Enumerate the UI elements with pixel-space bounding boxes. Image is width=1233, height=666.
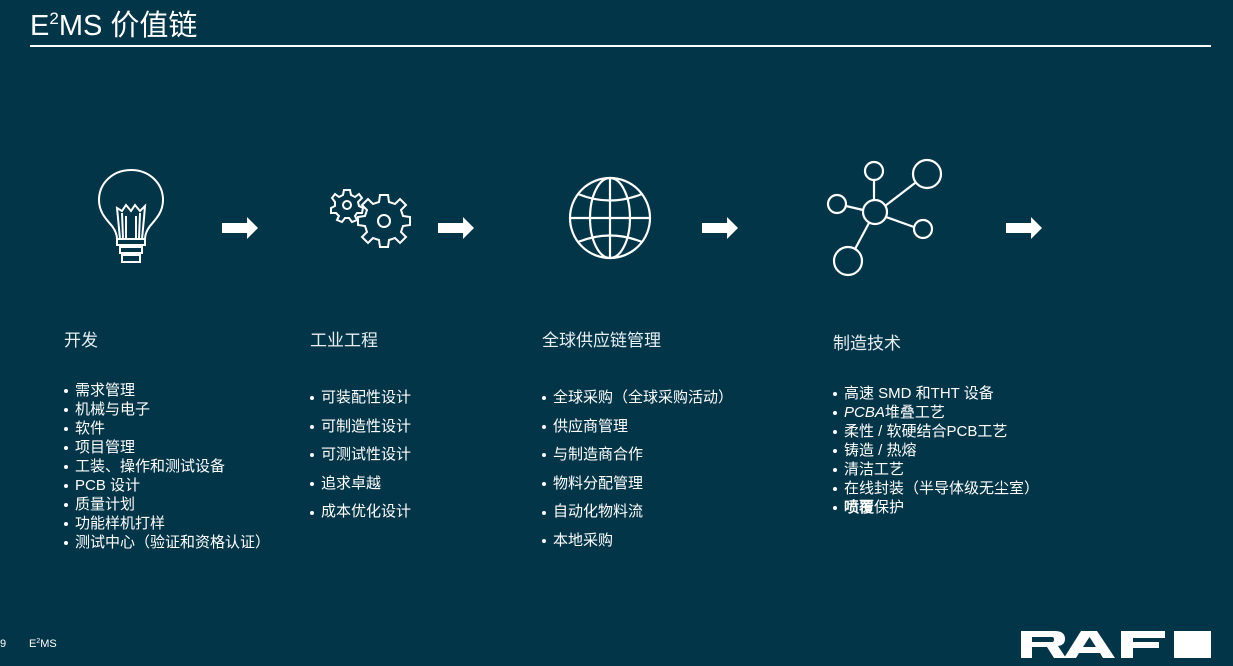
list-item: 柔性 / 软硬结合PCB工艺	[833, 422, 1039, 441]
footer-brand: E2MS	[29, 638, 57, 650]
column-title: 制造技术	[833, 334, 901, 353]
column-title: 工业工程	[310, 331, 378, 350]
title-superscript: 2	[49, 9, 59, 28]
title-prefix: E	[30, 10, 50, 42]
list-item: 清洁工艺	[833, 460, 1039, 479]
title-divider	[30, 45, 1211, 47]
list-item: 在线封装（半导体级无尘室）	[833, 479, 1039, 498]
list-item: 需求管理	[64, 381, 270, 400]
column-title: 开发	[64, 331, 98, 350]
list-item: 功能样机打样	[64, 514, 270, 533]
right-arrow-icon	[702, 217, 738, 239]
globe-icon	[568, 176, 652, 260]
lightbulb-icon	[97, 168, 165, 263]
title-suffix: MS 价值链	[58, 10, 198, 42]
spray-bold-text: 喷覆	[844, 499, 875, 516]
list-item: 本地采购	[542, 527, 733, 556]
list-item: 工装、操作和测试设备	[64, 457, 270, 476]
page-title: E2MS 价值链	[30, 6, 197, 46]
column-industrial-engineering: 工业工程 可装配性设计 可制造性设计 可测试性设计 追求卓越 成本优化设计	[310, 330, 411, 527]
footer-brand-suffix: MS	[40, 638, 57, 650]
list-item: 全球采购（全球采购活动）	[542, 384, 733, 413]
right-arrow-icon	[438, 217, 474, 239]
right-arrow-icon	[1006, 217, 1042, 239]
list-item: 供应商管理	[542, 413, 733, 442]
bullet-list: 全球采购（全球采购活动） 供应商管理 与制造商合作 物料分配管理 自动化物料流 …	[542, 384, 733, 556]
list-item: 追求卓越	[310, 470, 411, 499]
list-item: 可制造性设计	[310, 413, 411, 442]
list-item: 成本优化设计	[310, 498, 411, 527]
list-item: 可测试性设计	[310, 441, 411, 470]
column-global-supply-chain: 全球供应链管理 全球采购（全球采购活动） 供应商管理 与制造商合作 物料分配管理…	[542, 330, 733, 556]
list-item: 项目管理	[64, 438, 270, 457]
list-item: 可装配性设计	[310, 384, 411, 413]
list-item: 自动化物料流	[542, 498, 733, 527]
list-item: 与制造商合作	[542, 441, 733, 470]
pcba-italic-text: PCBA	[844, 404, 885, 421]
list-item: 测试中心（验证和资格认证）	[64, 533, 270, 552]
list-item: 高速 SMD 和THT 设备	[833, 384, 1039, 403]
list-item: 机械与电子	[64, 400, 270, 419]
pcba-rest-text: 堆叠工艺	[884, 404, 945, 421]
list-item: 软件	[64, 419, 270, 438]
network-nodes-icon	[826, 158, 943, 277]
rafi-logo	[1021, 631, 1211, 658]
list-item: PCB 设计	[64, 476, 270, 495]
column-manufacturing-technology: 制造技术 高速 SMD 和THT 设备 PCBA堆叠工艺 柔性 / 软硬结合PC…	[833, 333, 1039, 517]
bullet-list: 需求管理 机械与电子 软件 项目管理 工装、操作和测试设备 PCB 设计 质量计…	[64, 381, 270, 552]
right-arrow-icon	[222, 217, 258, 239]
list-item: 喷覆保护	[833, 498, 1039, 517]
list-item: PCBA堆叠工艺	[833, 403, 1039, 422]
column-title: 全球供应链管理	[542, 331, 661, 350]
page-number: 9	[0, 638, 7, 650]
footer-brand-sup: 2	[36, 638, 41, 645]
bullet-list: 可装配性设计 可制造性设计 可测试性设计 追求卓越 成本优化设计	[310, 384, 411, 527]
bullet-list: 高速 SMD 和THT 设备 PCBA堆叠工艺 柔性 / 软硬结合PCB工艺 铸…	[833, 384, 1039, 517]
list-item: 物料分配管理	[542, 470, 733, 499]
footer-brand-prefix: E	[29, 638, 37, 650]
list-item: 质量计划	[64, 495, 270, 514]
gears-icon	[330, 189, 411, 248]
column-development: 开发 需求管理 机械与电子 软件 项目管理 工装、操作和测试设备 PCB 设计 …	[64, 330, 270, 552]
list-item: 铸造 / 热熔	[833, 441, 1039, 460]
spray-rest-text: 保护	[874, 499, 905, 516]
